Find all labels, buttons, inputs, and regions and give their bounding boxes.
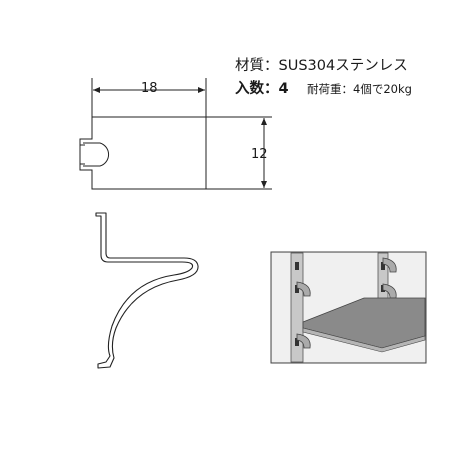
- quantity-spec: 入数：4: [235, 81, 289, 97]
- load-capacity-spec: 耐荷重：4個で20kg: [307, 82, 412, 96]
- width-dimension-line: [91, 78, 207, 117]
- material-spec: 材質：SUS304ステンレス: [235, 58, 408, 74]
- quantity-spec-row: 入数：4 耐荷重：4個で20kg: [235, 82, 412, 97]
- height-dimension-line: [206, 116, 272, 190]
- bracket-side-profile: [95, 212, 199, 369]
- installation-photo: [270, 251, 427, 364]
- bracket-top-view: [79, 116, 207, 190]
